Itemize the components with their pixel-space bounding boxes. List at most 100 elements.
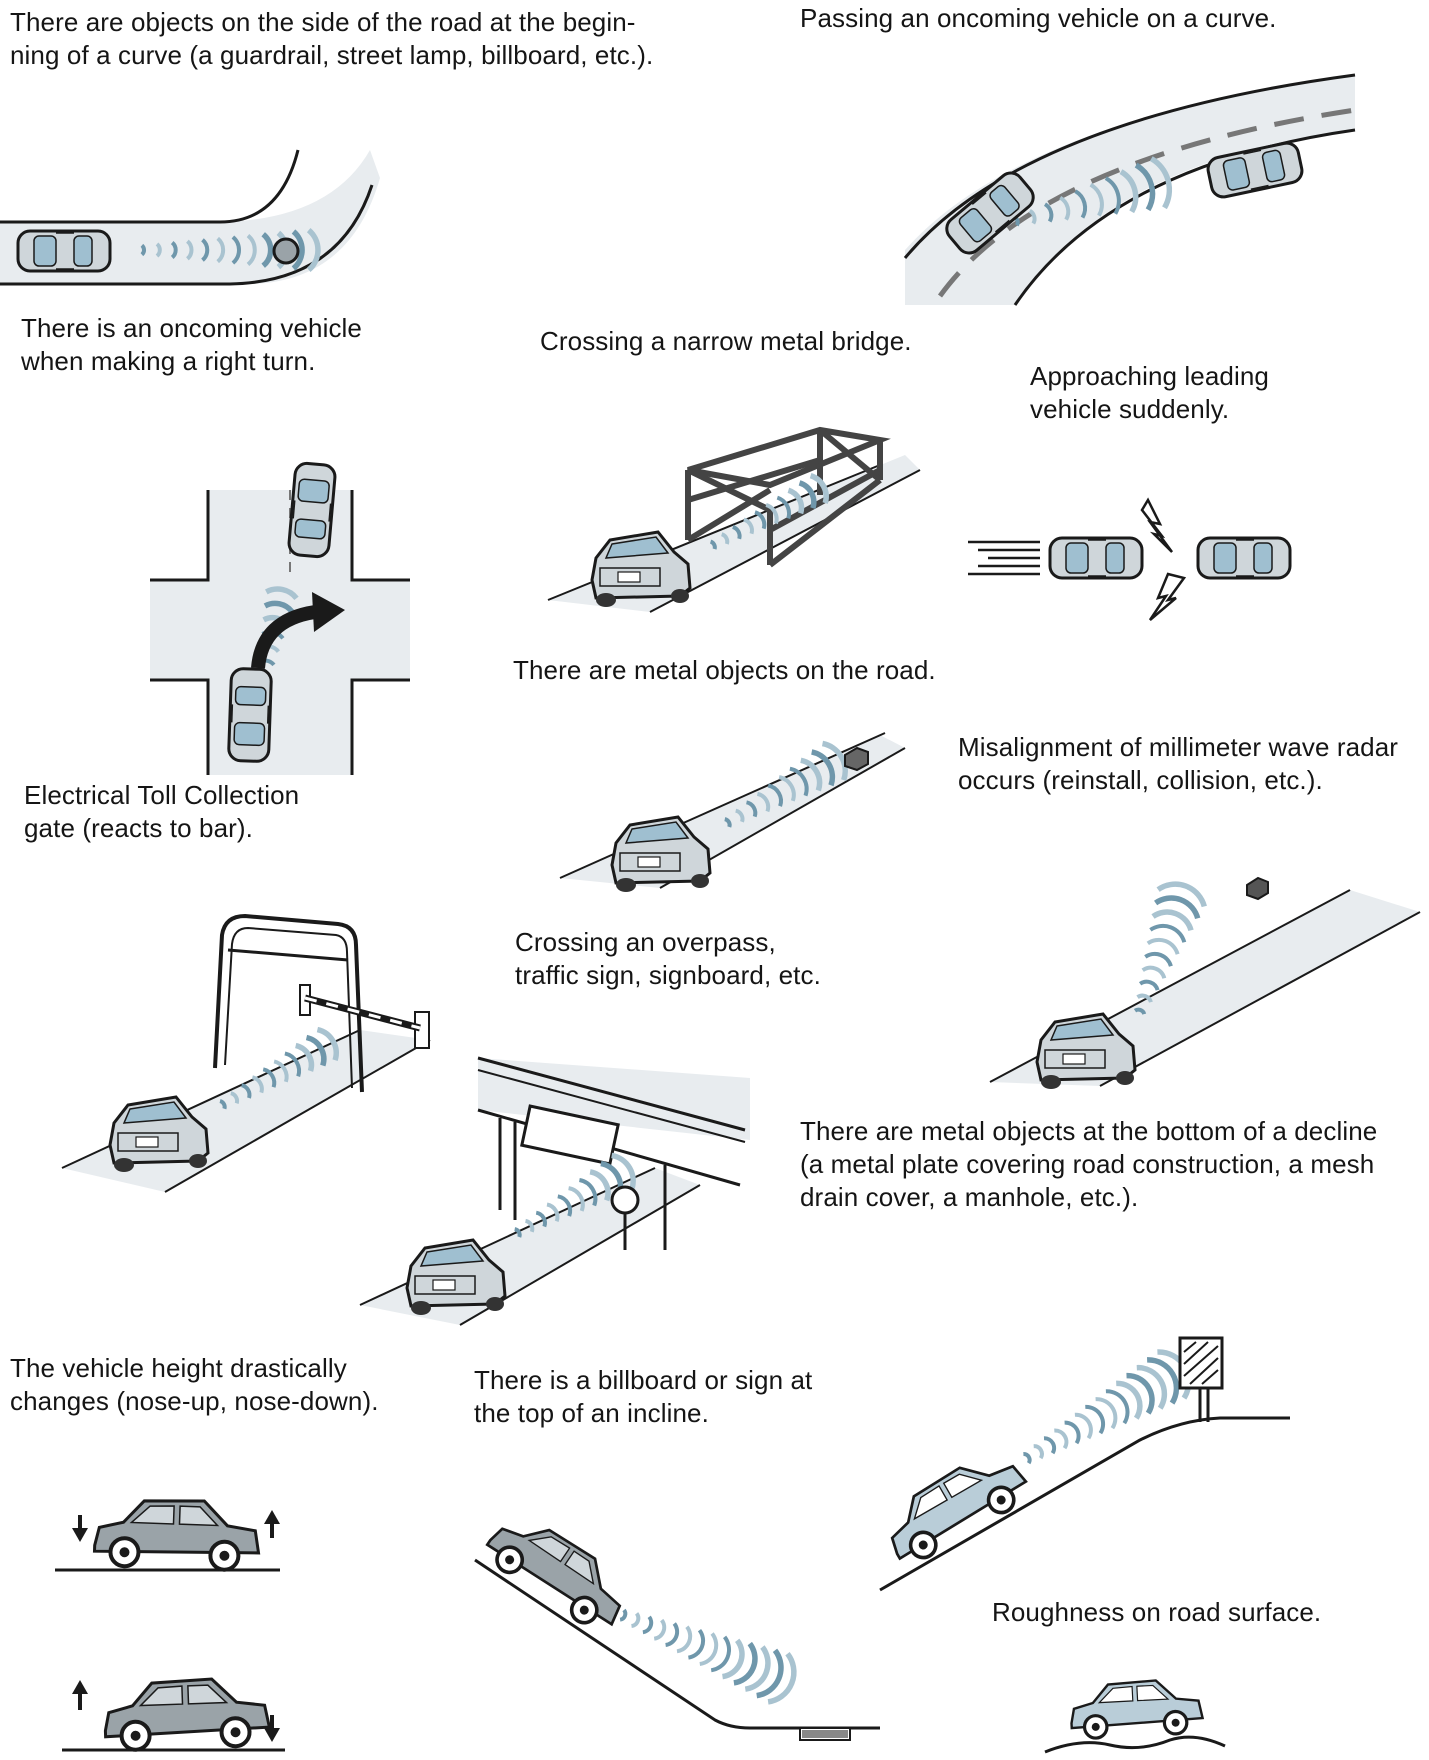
scene-bottom-decline — [474, 1502, 880, 1741]
radar-wave-arc — [724, 817, 732, 828]
turn-arrow-icon — [251, 605, 317, 669]
car-side-view-icon — [873, 1440, 1036, 1572]
radar-wave-arc — [1074, 1412, 1093, 1440]
radar-wave-arc — [798, 480, 817, 510]
radar-wave-arc — [676, 1625, 693, 1654]
radar-wave-arc — [201, 238, 210, 262]
radar-wave-arc — [1134, 162, 1156, 212]
caption-curve-side-objects: There are objects on the side of the roa… — [10, 7, 654, 70]
up-arrow-icon — [264, 1510, 280, 1524]
caption-billboard-incline: There is a billboard or sign at the top … — [474, 1365, 813, 1428]
radar-wave-arc — [284, 1051, 301, 1078]
radar-wave-arc — [709, 539, 717, 550]
radar-wave-arc — [630, 1612, 641, 1628]
caption-vehicle-height: The vehicle height drastically changes (… — [10, 1353, 379, 1416]
radar-wave-arc — [1104, 176, 1121, 215]
down-arrow-icon — [72, 1528, 88, 1542]
radar-wave-arc — [765, 502, 779, 525]
radar-wave-arc — [743, 517, 754, 535]
radar-wave-arc — [316, 1026, 339, 1062]
radar-wave-icon — [219, 1026, 339, 1110]
radar-wave-icon — [709, 472, 829, 550]
car-top-view-icon — [226, 666, 274, 764]
radar-wave-arc — [262, 1067, 277, 1088]
radar-wave-arc — [1144, 951, 1173, 967]
radar-wave-arc — [787, 487, 805, 515]
scene-misalignment — [989, 876, 1421, 1091]
radar-wave-icon — [619, 1608, 797, 1705]
billboard-icon — [1178, 1336, 1224, 1422]
caption-approaching-leading: Approaching leading vehicle suddenly. — [1030, 361, 1269, 424]
radar-wave-arc — [756, 791, 771, 813]
down-arrow-icon — [264, 1728, 280, 1742]
scene-overpass — [359, 1056, 750, 1326]
caption-misalignment: Misalignment of millimeter wave radar oc… — [958, 732, 1399, 795]
radar-wave-arc — [809, 472, 829, 504]
radar-wave-icon — [1133, 881, 1207, 1015]
radar-wave-arc — [789, 766, 809, 797]
radar-wave-arc — [754, 510, 767, 530]
radar-wave-arc — [735, 808, 745, 823]
radar-wave-arc — [1033, 1444, 1044, 1460]
radar-wave-arc — [1059, 195, 1071, 221]
turn-arrow-head-icon — [312, 592, 345, 632]
radar-wave-arc — [821, 740, 848, 781]
caption-oncoming-right-turn: There is an oncoming vehicle when making… — [21, 313, 362, 376]
radar-wave-arc — [546, 1202, 560, 1222]
radar-wave-arc — [1138, 979, 1160, 991]
radar-wave-arc — [776, 495, 791, 519]
radar-wave-arc — [1149, 923, 1187, 943]
car-top-view-icon — [286, 460, 338, 560]
car-side-view-icon — [1067, 1676, 1205, 1741]
radar-wave-arc — [1149, 156, 1173, 210]
car-top-view-icon — [1196, 536, 1292, 580]
radar-wave-arc — [721, 1638, 745, 1680]
radar-wave-arc — [557, 1194, 573, 1217]
etc-gate-icon — [213, 913, 430, 1093]
radar-wave-arc — [1126, 1372, 1155, 1415]
up-arrow-icon — [72, 1680, 88, 1694]
caption-roughness: Roughness on road surface. — [992, 1597, 1322, 1627]
radar-wave-arc — [1043, 202, 1054, 223]
scene-curve-side-objects — [0, 149, 380, 286]
radar-wave-arc — [185, 239, 194, 261]
caption-narrow-bridge: Crossing a narrow metal bridge. — [540, 326, 912, 356]
radar-wave-arc — [291, 229, 305, 271]
radar-wave-arc — [665, 1622, 680, 1647]
radar-wave-arc — [1074, 189, 1088, 219]
caption-etc-gate: Electrical Toll Collection gate (reacts … — [24, 780, 300, 843]
radar-wave-arc — [1085, 1404, 1106, 1435]
radar-wave-arc — [1054, 1428, 1069, 1450]
radar-wave-arc — [767, 1652, 797, 1705]
radar-wave-arc — [811, 749, 836, 787]
radar-wave-arc — [294, 1042, 315, 1072]
scene-billboard-incline — [873, 1336, 1290, 1592]
radar-wave-arc — [1146, 937, 1180, 955]
radar-wave-arc — [305, 1034, 327, 1067]
radar-wave-arc — [1146, 1357, 1180, 1405]
scene-right-turn — [150, 460, 410, 775]
radar-wave-arc — [265, 586, 299, 601]
radar-wave-arc — [1133, 1007, 1147, 1015]
radar-wave-arc — [230, 1091, 240, 1104]
radar-wave-arc — [1141, 965, 1167, 979]
radar-wave-arc — [1116, 1380, 1143, 1420]
radar-wave-arc — [246, 234, 257, 266]
radar-wave-arc — [1043, 1436, 1057, 1455]
scene-approaching-leading — [968, 497, 1292, 621]
caption-overpass: Crossing an overpass, traffic sign, sign… — [515, 927, 821, 990]
radar-wave-arc — [745, 800, 758, 818]
scene-metal-objects-road — [559, 732, 906, 894]
radar-wave-arc — [687, 1628, 706, 1660]
radar-wave-arc — [216, 236, 226, 264]
radar-wave-arc — [1064, 1420, 1081, 1445]
radar-wave-arc — [731, 524, 742, 540]
radar-wave-arc — [524, 1218, 535, 1233]
radar-wave-arc — [155, 242, 162, 258]
radar-wave-arc — [140, 243, 147, 257]
radar-wave-arc — [1156, 881, 1207, 908]
scene-vehicle-height — [55, 1497, 285, 1751]
radar-wave-arc — [1151, 909, 1194, 932]
car-side-view-icon — [94, 1497, 260, 1571]
radar-wave-arc — [170, 241, 178, 259]
